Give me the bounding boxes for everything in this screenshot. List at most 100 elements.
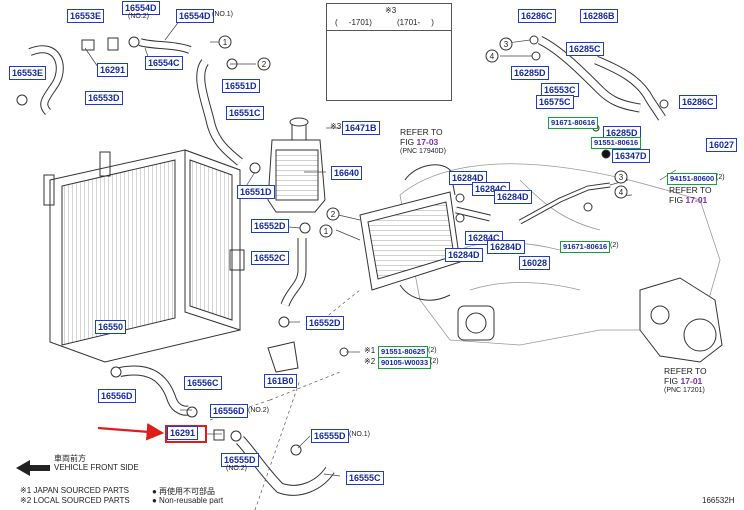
part-16555C[interactable]: 16555C	[346, 471, 384, 485]
callout-2-a: 2	[262, 60, 267, 69]
part-16552D-bot[interactable]: 16552D	[306, 316, 344, 330]
leader-lines	[84, 19, 677, 477]
part-16553E-top[interactable]: 16553E	[67, 9, 105, 23]
star3-16471B: ※3	[330, 122, 342, 131]
inset-label-left: ( -1701)	[335, 18, 372, 27]
qty-90105-W0033: (2)	[430, 358, 439, 365]
part-16286C-r[interactable]: 16286C	[679, 95, 717, 109]
reference-fig-17-03[interactable]: REFER TO FIG 17-03 (PNC 17940D)	[400, 127, 446, 157]
part-16551C[interactable]: 16551C	[226, 106, 264, 120]
legend-local-sourced: ※2 LOCAL SOURCED PARTS	[20, 496, 130, 505]
part-16347D[interactable]: 16347D	[612, 149, 650, 163]
part-16575C[interactable]: 16575C	[536, 95, 574, 109]
ref-bot-pnc: (PNC 17201)	[664, 387, 705, 394]
radiator-drawing	[43, 149, 245, 363]
callout-2-b: 2	[331, 210, 336, 219]
ref-mid-fig-prefix: FIG	[669, 195, 686, 205]
part-16284D-b[interactable]: 16284D	[494, 190, 532, 204]
note-16554D-top: (NO.1)	[212, 11, 233, 18]
callout-1-a: 1	[223, 38, 228, 47]
callout-1-b: 1	[324, 227, 329, 236]
part-16553E-mid[interactable]: 16553E	[9, 66, 47, 80]
ref-top-line2: FIG 17-03	[400, 137, 446, 147]
reservoir-tank-drawing	[267, 117, 326, 213]
part-91671-80616-a[interactable]: 91671-80616	[548, 117, 599, 129]
part-16284D-c[interactable]: 16284D	[487, 240, 525, 254]
reference-fig-17-01-mid[interactable]: REFER TO FIG 17-01	[669, 185, 712, 205]
part-16554D-tl[interactable]: 16554D	[122, 1, 160, 15]
callout-4-b: 4	[619, 188, 624, 197]
part-16285D-top[interactable]: 16285D	[511, 66, 549, 80]
part-16553D[interactable]: 16553D	[85, 91, 123, 105]
ref-mid-fig[interactable]: 17-01	[685, 195, 708, 205]
part-16555D-l[interactable]: 16555D	[221, 453, 259, 467]
part-16028[interactable]: 16028	[519, 256, 551, 270]
part-16291-highlight[interactable]: 16291	[167, 426, 199, 440]
inset-divider	[327, 30, 451, 31]
part-91671-80616-b[interactable]: 91671-80616	[560, 241, 611, 253]
part-16285C[interactable]: 16285C	[566, 42, 604, 56]
part-16286B[interactable]: 16286B	[580, 9, 618, 23]
ref-bot-line2: FIG 17-01	[664, 376, 707, 386]
note-16556D-r: (NO.2)	[248, 407, 269, 414]
qty-91551-80625: (2)	[428, 347, 437, 354]
callout-numbers: 1 2 2 1 3 4 3 4	[223, 38, 624, 236]
ref-top-pnc: (PNC 17940D)	[400, 148, 446, 155]
legend-japan-sourced: ※1 JAPAN SOURCED PARTS	[20, 486, 129, 495]
ref-mid-line2: FIG 17-01	[669, 195, 712, 205]
inset-marker: ※3	[385, 6, 397, 15]
part-16471B[interactable]: 16471B	[342, 121, 380, 135]
part-161B0[interactable]: 161B0	[264, 374, 297, 388]
ref-mid-line1: REFER TO	[669, 185, 712, 195]
star1-marker: ※1	[364, 346, 376, 355]
ref-top-fig-prefix: FIG	[400, 137, 417, 147]
part-16291-top[interactable]: 16291	[97, 63, 129, 77]
part-16555D-r[interactable]: 16555D	[311, 429, 349, 443]
intercooler-drawing	[359, 164, 461, 301]
legend-nonreuse-en: ● Non-reusable part	[152, 496, 224, 505]
inset-label-right: (1701- )	[397, 18, 434, 27]
callout-3-b: 3	[619, 173, 624, 182]
reference-fig-17-01-bot[interactable]: REFER TO FIG 17-01 (PNC 17201)	[664, 366, 707, 396]
part-90105-W0033[interactable]: 90105-W0033	[378, 357, 432, 369]
part-16027[interactable]: 16027	[706, 138, 738, 152]
callout-3-a: 3	[504, 40, 509, 49]
qty-94151-80600: (2)	[716, 174, 725, 181]
engine-block-outline	[399, 163, 721, 346]
part-16554C[interactable]: 16554C	[145, 56, 183, 70]
note-16554D-tl: (NO.2)	[128, 13, 149, 20]
water-outlet-drawing	[639, 277, 723, 363]
part-16551D-mid[interactable]: 16551D	[237, 185, 275, 199]
hose-drawings	[28, 35, 666, 496]
throttle-body-drawing	[457, 305, 495, 341]
part-16284D-d[interactable]: 16284D	[445, 248, 483, 262]
part-16554D-top[interactable]: 16554D	[176, 9, 214, 23]
part-16286C-top[interactable]: 16286C	[518, 9, 556, 23]
part-16556D-r[interactable]: 16556D	[210, 404, 248, 418]
part-16551D-top[interactable]: 16551D	[222, 79, 260, 93]
cap-inset-box: ※3 ( -1701) (1701- )	[326, 3, 452, 101]
part-16552D-top[interactable]: 16552D	[251, 219, 289, 233]
qty-91671-80616-b: (2)	[610, 242, 619, 249]
part-16284D-a[interactable]: 16284D	[449, 171, 487, 185]
star2-marker: ※2	[364, 357, 376, 366]
part-16552C[interactable]: 16552C	[251, 251, 289, 265]
part-16556C[interactable]: 16556C	[184, 376, 222, 390]
diagram-id: 166532H	[702, 496, 735, 505]
ref-top-line1: REFER TO	[400, 127, 443, 137]
ref-bot-fig[interactable]: 17-01	[680, 376, 703, 386]
ref-bot-fig-prefix: FIG	[664, 376, 681, 386]
vehicle-front-arrow	[16, 460, 50, 476]
legend-nonreuse-jp: ● 再使用不可部品	[152, 487, 216, 496]
callout-4-a: 4	[490, 52, 495, 61]
ref-top-fig[interactable]: 17-03	[416, 137, 439, 147]
ref-bot-line1: REFER TO	[664, 366, 707, 376]
part-91551-80616-a[interactable]: 91551-80616	[591, 137, 642, 149]
part-16556D-l[interactable]: 16556D	[98, 389, 136, 403]
callout-circles	[218, 35, 628, 238]
part-16550[interactable]: 16550	[95, 320, 127, 334]
legend-front-en: VEHICLE FRONT SIDE	[54, 463, 139, 472]
part-16640[interactable]: 16640	[331, 166, 363, 180]
part-94151-80600[interactable]: 94151-80600	[667, 173, 718, 185]
